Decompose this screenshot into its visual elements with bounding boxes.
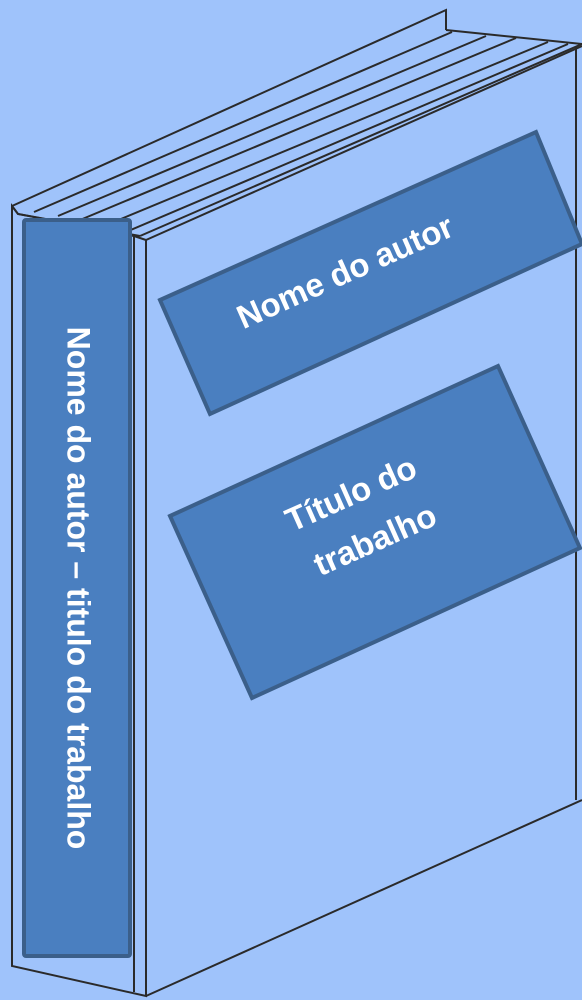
top-back-edge (11, 8, 447, 207)
page-line-3 (79, 37, 517, 221)
spine-label-panel (22, 218, 132, 958)
page-line-5 (125, 43, 569, 233)
cover-top-edge (145, 45, 582, 241)
top-right-edge (139, 43, 582, 237)
title-panel-shape (167, 363, 582, 701)
book-top-edge (11, 8, 582, 237)
author-panel-shape (157, 129, 582, 417)
book-front-cover (145, 45, 582, 997)
cover-author-panel: Nome do autor (157, 129, 582, 417)
cover-bottom-edge (145, 799, 582, 997)
page-line-2 (57, 35, 487, 217)
page-line-4 (103, 41, 549, 227)
top-corner-edge (445, 29, 582, 45)
cover-title-panel: Título do trabalho (167, 363, 582, 701)
book-spine: Nome do autor – titulo do trabalho (11, 203, 147, 998)
page-line-1 (33, 31, 453, 213)
spine-text: Nome do autor – titulo do trabalho (61, 327, 97, 850)
